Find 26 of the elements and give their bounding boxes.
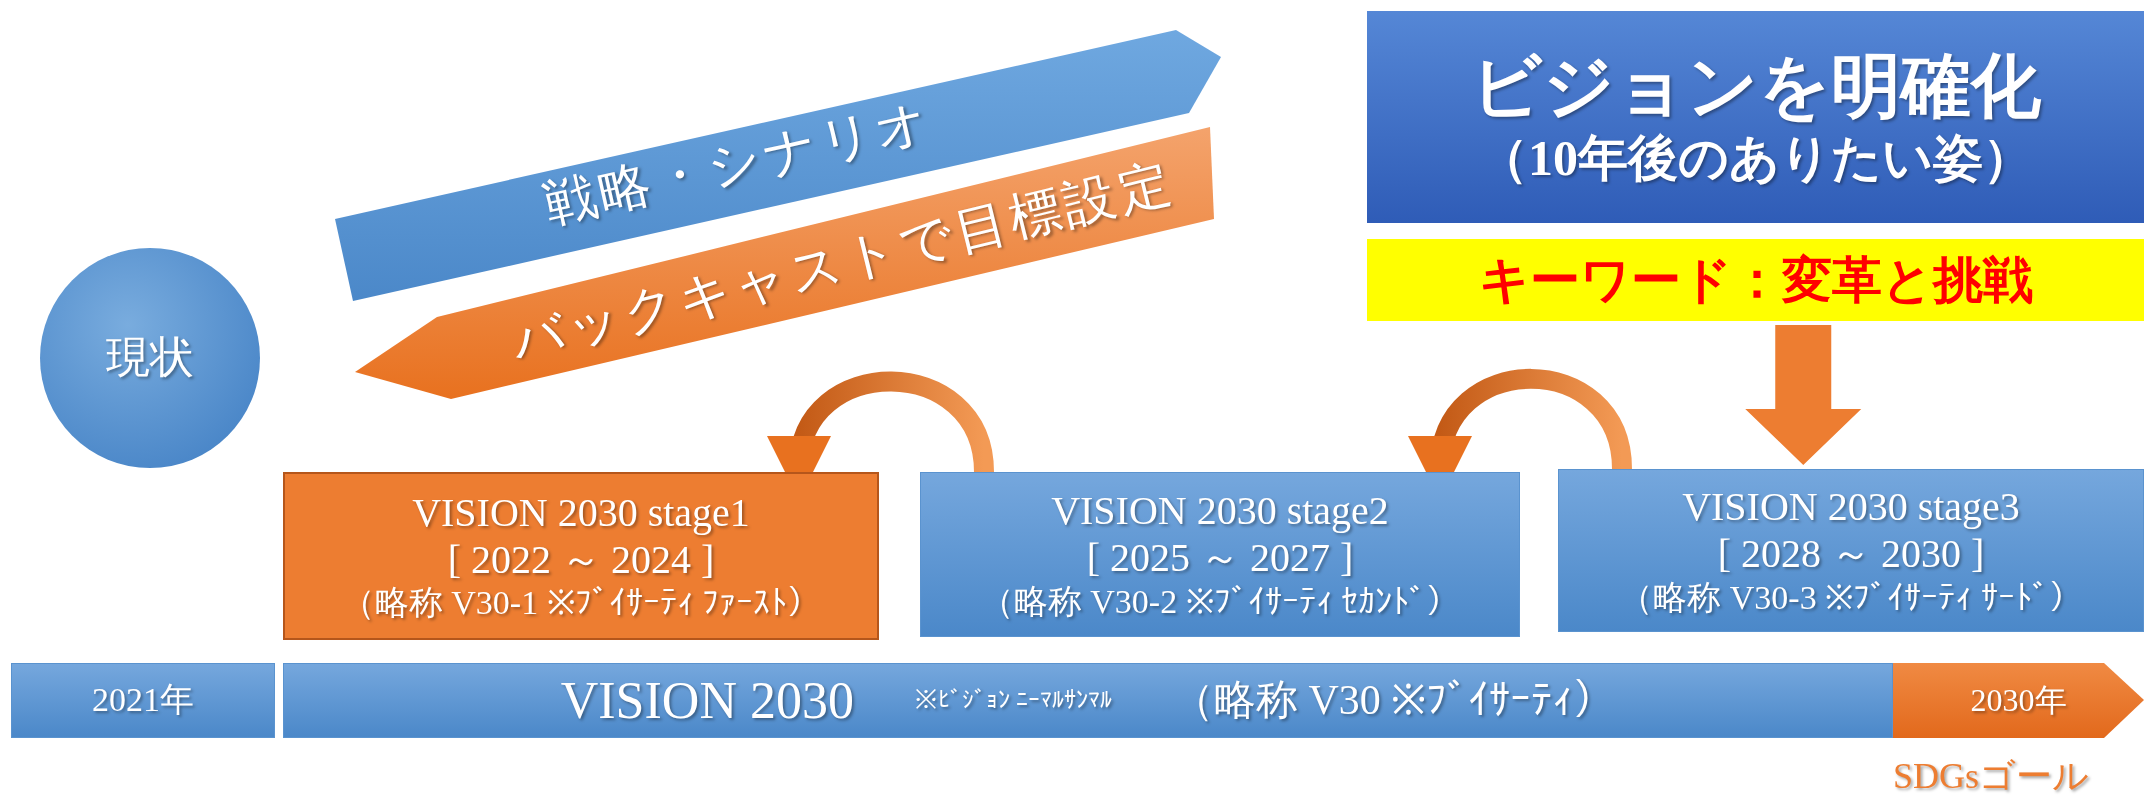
node-text: [ 2022 ～ 2024 ] (447, 535, 715, 584)
node-text: ※ﾋﾞｼﾞｮﾝ ﾆｰﾏﾙｻﾝﾏﾙ (913, 686, 1112, 715)
goal-label: SDGsゴール (1893, 755, 2090, 797)
node-title: 2021年 (92, 680, 194, 721)
node-text: [ 2025 ～ 2027 ] (1086, 534, 1354, 582)
node-title: VISION 2030 stage2 (1051, 487, 1389, 535)
process-box (11, 663, 275, 738)
node-title: ビジョンを明確化 (1470, 47, 2041, 128)
block-arrow (1745, 325, 1862, 465)
process-box (1558, 469, 2144, 632)
node-text: （略称 V30-2 ※ﾌﾞｲｻｰﾃｨ ｾｶﾝﾄﾞ） (979, 581, 1461, 622)
heading-box (1367, 11, 2144, 223)
process-box (283, 472, 879, 640)
process-box (920, 472, 1520, 637)
node-text: （10年後のありたい姿） (1478, 128, 2033, 188)
node-text: （略称 V30-3 ※ﾌﾞｲｻｰﾃｨ ｻｰﾄﾞ） (1619, 577, 2083, 618)
node-title: 現状 (106, 332, 194, 384)
node-text: （略称 V30-1 ※ﾌﾞｲｻｰﾃｨ ﾌｧｰｽﾄ） (340, 583, 822, 624)
node-text: （略称 V30 ※ﾌﾞｲｻｰﾃｨ） (1171, 675, 1616, 725)
keyword-box (1367, 239, 2144, 321)
node-title: VISION 2030 (560, 670, 854, 731)
node-title: キーワード：変革と挑戦 (1478, 250, 2033, 310)
node-title: 2030年 (1970, 681, 2067, 720)
node-title: VISION 2030 stage3 (1682, 483, 2020, 531)
node-text: [ 2028 ～ 2030 ] (1717, 530, 1985, 578)
node-title: VISION 2030 stage1 (412, 488, 750, 536)
